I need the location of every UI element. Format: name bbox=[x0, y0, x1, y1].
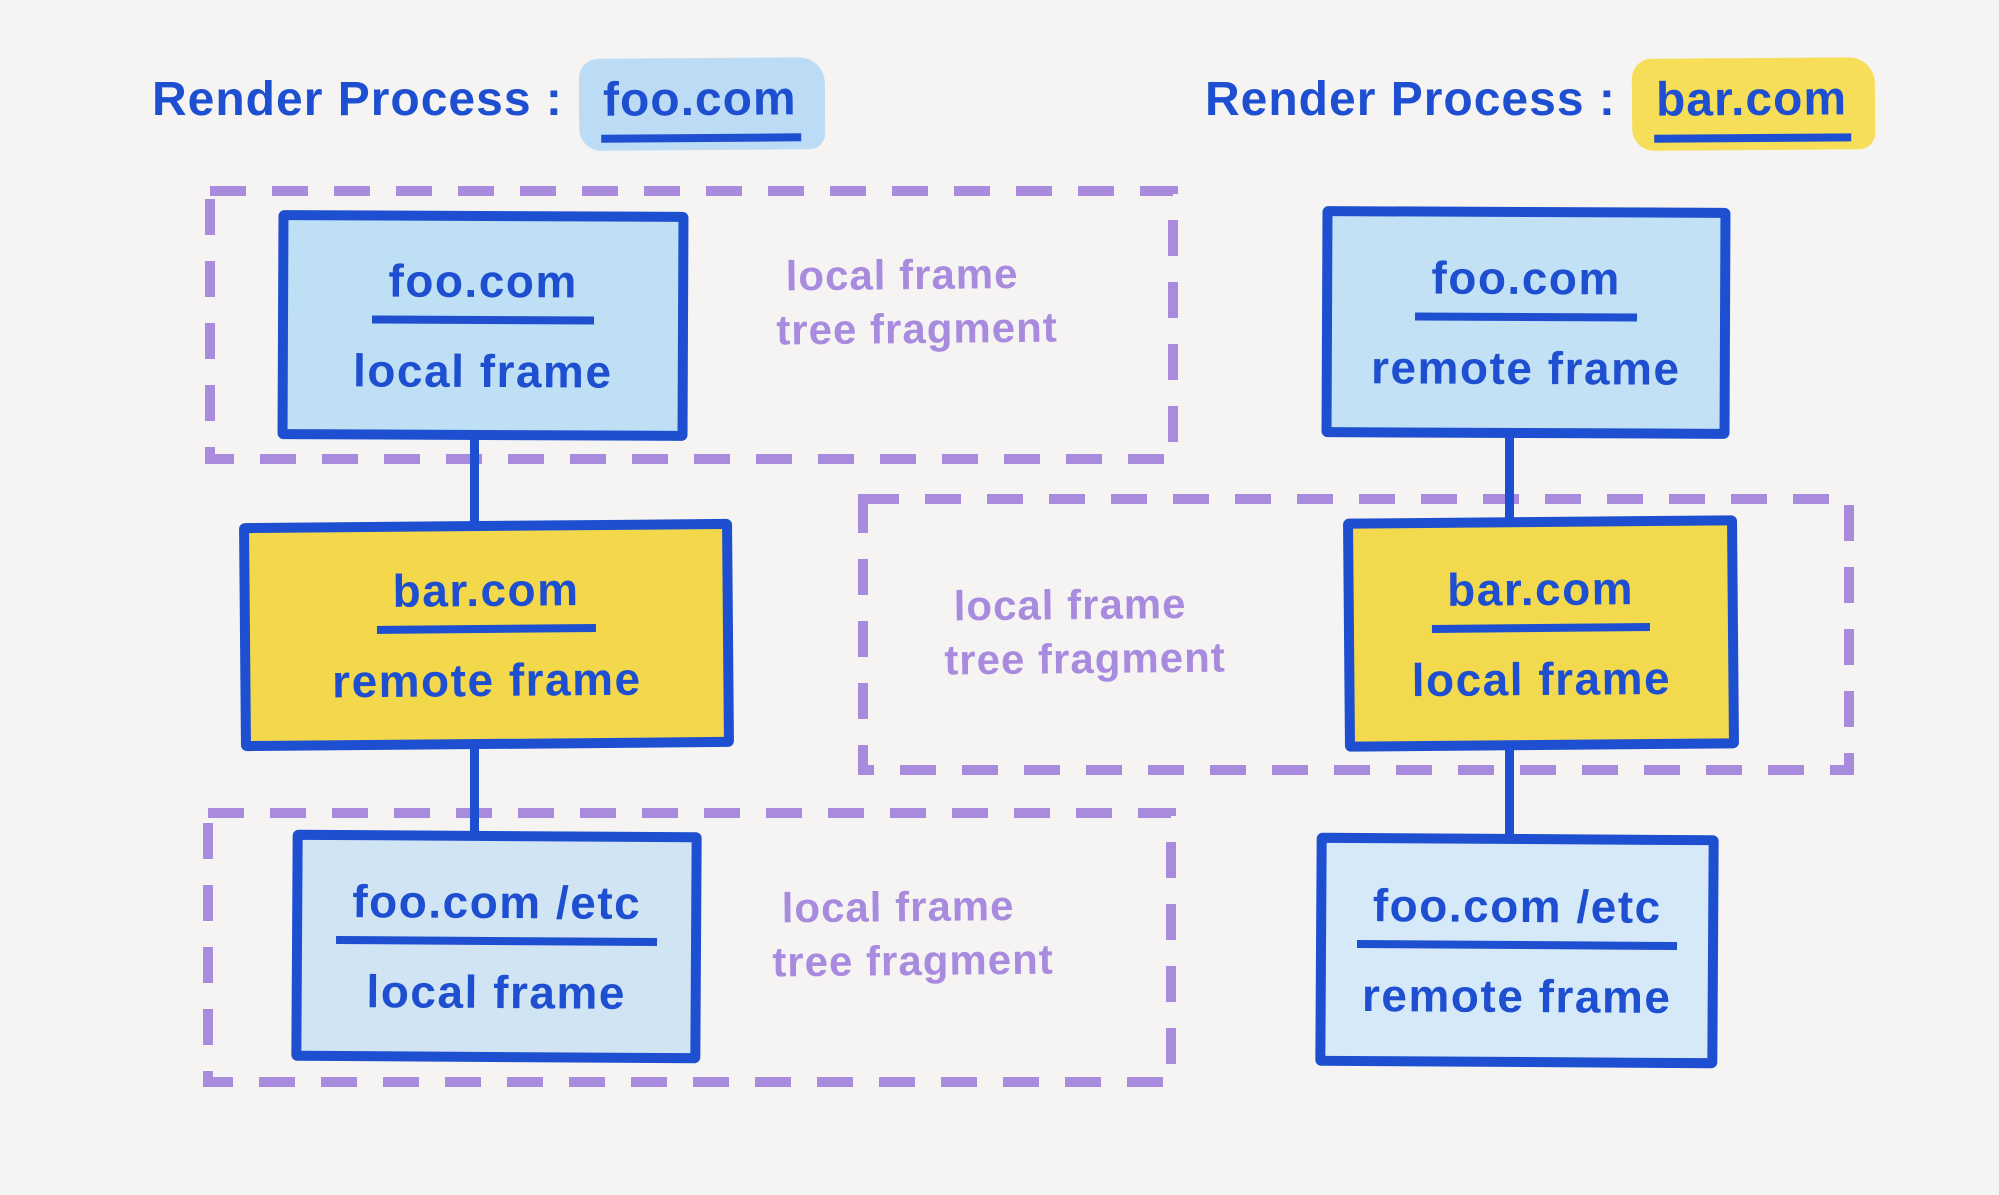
node-frame-kind: remote frame bbox=[331, 652, 642, 708]
render-process-title-bar: Render Process : bar.com bbox=[1205, 57, 1876, 151]
node-domain: foo.com /etc bbox=[1356, 877, 1678, 950]
title-domain: bar.com bbox=[1653, 71, 1852, 143]
node-domain: bar.com bbox=[1430, 560, 1651, 633]
render-process-title-prefix: Render Process : bbox=[152, 73, 563, 126]
node-domain: foo.com bbox=[372, 253, 595, 324]
fragment-label-line2: tree fragment bbox=[776, 303, 1058, 354]
tree-edge bbox=[1505, 432, 1514, 522]
node-bar-com-remote-frame: bar.com remote frame bbox=[239, 518, 734, 752]
tree-edge bbox=[470, 744, 479, 836]
fragment-label-line2: tree fragment bbox=[772, 935, 1054, 986]
fragment-label-line1: local frame bbox=[953, 579, 1187, 630]
node-foo-com-local-frame: foo.com local frame bbox=[277, 210, 689, 441]
title-domain-highlight: bar.com bbox=[1631, 57, 1876, 151]
node-frame-kind: remote frame bbox=[1361, 968, 1672, 1023]
fragment-label: local frame tree fragment bbox=[776, 247, 1058, 357]
tree-edge bbox=[1505, 744, 1514, 838]
render-process-title-foo: Render Process : foo.com bbox=[152, 57, 825, 151]
node-foo-com-etc-remote-frame: foo.com /etc remote frame bbox=[1315, 832, 1719, 1069]
tree-edge bbox=[470, 436, 479, 526]
title-domain-highlight: foo.com bbox=[578, 57, 825, 151]
node-frame-kind: remote frame bbox=[1370, 340, 1681, 395]
node-bar-com-local-frame: bar.com local frame bbox=[1342, 515, 1740, 752]
node-frame-kind: local frame bbox=[352, 343, 613, 398]
render-process-title-prefix: Render Process : bbox=[1205, 73, 1616, 126]
node-domain: foo.com /etc bbox=[336, 873, 658, 946]
fragment-label: local frame tree fragment bbox=[944, 577, 1226, 687]
node-domain: bar.com bbox=[376, 562, 596, 634]
node-frame-kind: local frame bbox=[1411, 651, 1672, 706]
dashed-border bbox=[203, 808, 1176, 1087]
fragment-label: local frame tree fragment bbox=[772, 879, 1054, 989]
dashed-border bbox=[858, 494, 1854, 775]
local-frame-tree-fragment-box bbox=[858, 494, 1854, 775]
node-foo-com-etc-local-frame: foo.com /etc local frame bbox=[291, 829, 702, 1064]
local-frame-tree-fragment-box bbox=[205, 186, 1178, 464]
fragment-label-line1: local frame bbox=[785, 249, 1019, 300]
node-domain: foo.com bbox=[1415, 250, 1638, 321]
node-frame-kind: local frame bbox=[366, 964, 627, 1019]
fragment-label-line1: local frame bbox=[781, 881, 1015, 932]
dashed-border bbox=[205, 186, 1178, 464]
local-frame-tree-fragment-box bbox=[203, 808, 1176, 1087]
title-domain: foo.com bbox=[600, 71, 801, 143]
fragment-label-line2: tree fragment bbox=[944, 633, 1226, 684]
node-foo-com-remote-frame: foo.com remote frame bbox=[1321, 206, 1731, 439]
